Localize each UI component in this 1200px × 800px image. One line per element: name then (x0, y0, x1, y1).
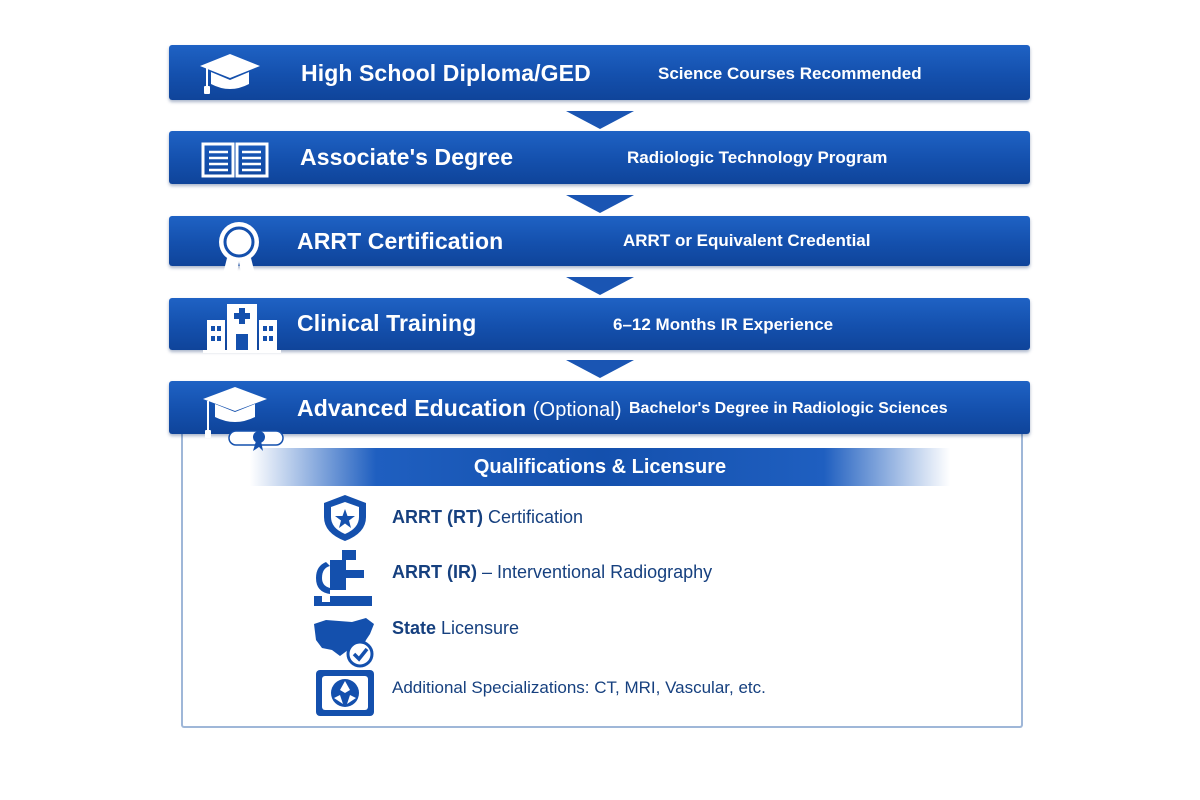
step-high-school: High School Diploma/GED Science Courses … (169, 45, 1030, 100)
qualifications-header: Qualifications & Licensure (250, 448, 950, 486)
step-title: Clinical Training (297, 310, 477, 336)
award-ribbon-icon (219, 222, 259, 284)
step-title: Associate's Degree (300, 144, 514, 170)
open-book-icon (201, 142, 269, 178)
qualifications-title: Qualifications & Licensure (473, 456, 727, 478)
qualification-item: Additional Specializations: CT, MRI, Vas… (312, 668, 872, 718)
flow-arrow (566, 360, 634, 378)
usa-map-check-icon (314, 618, 374, 668)
step-title: Advanced Education (Optional) (297, 395, 622, 422)
shield-star-icon (324, 495, 366, 541)
flow-arrow (566, 111, 634, 129)
step-subtitle: ARRT or Equivalent Credential (623, 231, 871, 250)
graduation-cap-icon (200, 54, 260, 94)
step-title: High School Diploma/GED (301, 60, 591, 86)
step-subtitle: 6–12 Months IR Experience (613, 315, 834, 334)
qualification-label: ARRT (IR) – Interventional Radiography (392, 562, 713, 582)
step-associates: Associate's Degree Radiologic Technology… (169, 131, 1030, 184)
qualification-label: ARRT (RT) Certification (392, 507, 584, 527)
qualification-label: State Licensure (392, 618, 520, 638)
step-title-main: Advanced Education (297, 395, 527, 421)
flow-arrow (566, 277, 634, 295)
qualification-label: Additional Specializations: CT, MRI, Vas… (392, 678, 766, 697)
step-title: ARRT Certification (297, 228, 504, 254)
step-subtitle: Radiologic Technology Program (627, 148, 888, 167)
qualification-item: State Licensure (312, 612, 872, 668)
imaging-machine-icon (314, 550, 372, 606)
cap-and-diploma-icon (203, 387, 284, 451)
qualification-item: ARRT (RT) Certification (312, 493, 872, 543)
optional-tag: (Optional) (532, 399, 622, 421)
scan-monitor-icon (316, 670, 374, 716)
step-clinical-training: Clinical Training 6–12 Months IR Experie… (169, 298, 1030, 353)
step-advanced-education: Advanced Education (Optional) Bachelor's… (169, 381, 1030, 451)
step-arrt-certification: ARRT Certification ARRT or Equivalent Cr… (169, 216, 1030, 284)
hospital-icon (203, 304, 281, 353)
flow-arrow (566, 195, 634, 213)
step-subtitle: Science Courses Recommended (658, 64, 922, 83)
step-subtitle: Bachelor's Degree in Radiologic Sciences (629, 400, 948, 417)
qualification-item: ARRT (IR) – Interventional Radiography (312, 548, 872, 608)
